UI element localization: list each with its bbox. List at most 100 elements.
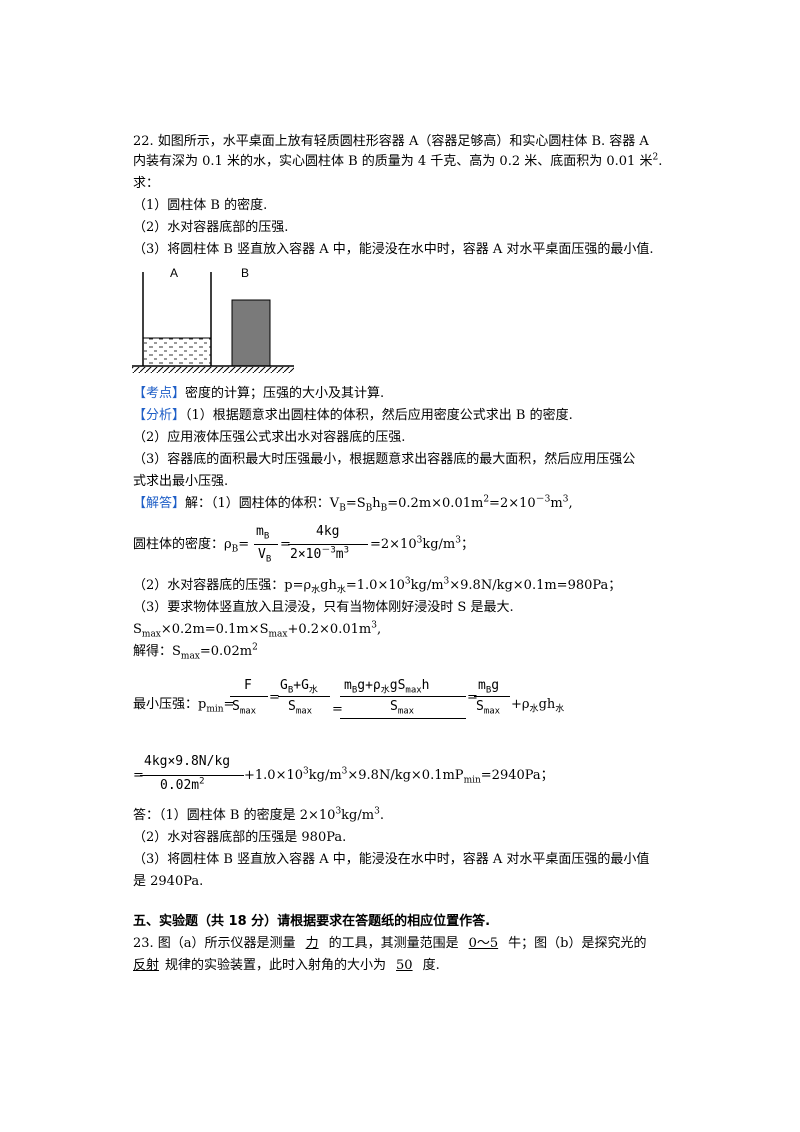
sup-neg3-a: －3 (535, 494, 551, 505)
fd: 0.02m (160, 778, 200, 793)
blank-force: 力 (305, 936, 319, 951)
fenxi-line3: （3）容器底的面积最大时压强最小，根据题意求出容器底的最大面积，然后应用压强公 (133, 452, 636, 467)
final-eq: = (133, 768, 144, 783)
pmin-eq2: = (269, 690, 280, 705)
jieda-l1g: , (568, 496, 573, 511)
pressure3-line: （3）要求物体竖直放入且浸没，只有当物体刚好浸没时 S 是最大. (133, 600, 514, 615)
water-body (143, 338, 211, 366)
q22-line5: （2）水对容器底部的压强. (133, 220, 289, 235)
pmin-f3-den: Smax (390, 699, 415, 717)
final-num: 4kg×9.8N/kg (144, 754, 231, 769)
q23b: 的工具，其测量范围是 (328, 936, 459, 951)
dn1: m (256, 524, 264, 539)
pmin-tail: +ρ水gh水 (511, 695, 564, 715)
f2b: +G (293, 678, 309, 693)
dd2-tail: m (335, 547, 344, 562)
sb: ×0.2m=0.1m×S (160, 622, 269, 637)
sc: +0.2×0.01m (287, 622, 372, 637)
blank-range: 0～5 (468, 936, 499, 951)
q23d: 规律的实验装置，此时入射角的大小为 (165, 958, 387, 973)
q22-line6: （3）将圆柱体 B 竖直放入容器 A 中，能浸没在水中时，容器 A 对水平桌面压… (133, 242, 654, 257)
pressure2-line: （2）水对容器底的压强：p=ρ水gh水=1.0×103kg/m3×9.8N/kg… (133, 576, 621, 596)
f3b: g+ρ (357, 678, 381, 693)
pmin-f3-bar (340, 696, 466, 697)
ft3-sub: min (463, 775, 481, 786)
density-frac2-num: 4kg (316, 524, 340, 539)
dd1-sub: B (265, 554, 272, 565)
sd: , (376, 622, 382, 637)
pt1: +ρ (511, 697, 530, 712)
f1d: S (232, 699, 240, 714)
f2d: S (288, 699, 296, 714)
blank-angle: 50 (396, 958, 413, 973)
p2-sup2: 3 (443, 576, 450, 587)
jieda-tag: 【解答】 (133, 496, 186, 511)
q22-line2-text: 内装有深为 0.1 米的水，实心圆柱体 B 的质量为 4 千克、高为 0.2 米… (133, 154, 653, 169)
q23a: 23. 图（a）所示仪器是测量 (133, 936, 296, 951)
density-line: 圆柱体的密度：ρB= (133, 535, 249, 555)
kaodian-text: 密度的计算；压强的大小及其计算. (185, 386, 385, 401)
f3a: m (344, 678, 352, 693)
fenxi-line1: 【分析】（1）根据题意求出圆柱体的体积，然后应用密度公式求出 B 的密度. (133, 406, 573, 426)
answer-line3: （3）将圆柱体 B 竖直放入容器 A 中，能浸没在水中时，容器 A 对水平桌面压… (133, 852, 650, 867)
pmin-f2-num: GB+G水 (280, 678, 318, 695)
pmin-eq3: = (332, 702, 343, 717)
dd2-sup3: 3 (343, 545, 349, 556)
density-frac1-den: VB (258, 547, 272, 565)
p2e: ×9.8N/kg×0.1m=980Pa； (449, 578, 622, 593)
a1: 答：（1）圆柱体 B 的密度是 2×10 (133, 808, 336, 823)
a1-sup: 3 (335, 806, 342, 817)
answer-line2: （2）水对容器底部的压强是 980Pa. (133, 830, 347, 845)
density-frac2-bar (288, 544, 368, 545)
f2d-sub: max (295, 706, 313, 717)
solve-b: =0.02m (199, 644, 253, 659)
f3a-sub: B (351, 685, 358, 696)
dr-tail: kg/m (422, 537, 456, 552)
pmin-f4-bar (474, 696, 510, 697)
ft1-sup: 3 (303, 766, 309, 777)
pmin-f4-num: mBg (478, 678, 500, 696)
dr-sup: 3 (416, 535, 423, 546)
fenxi-line4: 式求出最小压强. (133, 474, 229, 489)
q22-line4: （1）圆柱体 B 的密度. (133, 198, 268, 213)
q22-line2: 内装有深为 0.1 米的水，实心圆柱体 B 的质量为 4 千克、高为 0.2 米… (133, 152, 662, 172)
cylinder-b (231, 299, 271, 367)
p2-sub2: 水 (336, 585, 346, 596)
sub-b-2: B (365, 503, 373, 514)
final-tail: +1.0×103kg/m3×9.8N/kg×0.1mPmin=2940Pa； (244, 766, 554, 786)
f2a: G (280, 678, 288, 693)
dd2: 2×10 (290, 547, 322, 562)
answer-line4: 是 2940Pa. (133, 874, 204, 889)
sb-sub: max (268, 629, 288, 640)
p2a: （2）水对容器底的压强：p=ρ (133, 578, 312, 593)
density-eq1: = (238, 537, 250, 552)
jieda-line1: 【解答】解：（1）圆柱体的体积：VB=SBhB=0.2m×0.01m2=2×10… (133, 494, 573, 514)
f1d-sub: max (239, 706, 257, 717)
f3b-sub: 水 (380, 685, 390, 696)
jieda-l1c: h (372, 496, 381, 511)
label-b: B (241, 266, 250, 280)
fenxi-tag: 【分析】 (133, 408, 186, 423)
pmin-sub: min (206, 704, 224, 715)
solve-a: 解得：S (133, 644, 181, 659)
smax-equation: Smax×0.2m=0.1m×Smax+0.2×0.01m3, (133, 620, 381, 640)
f4b: g (491, 678, 500, 693)
final-bar (140, 775, 244, 776)
f4d: S (476, 699, 484, 714)
f3c-sub: max (405, 685, 422, 696)
density-frac1-bar (254, 544, 278, 545)
ft2-sup: 3 (341, 766, 348, 777)
sup-2-a: 2 (483, 494, 490, 505)
f3den: S (390, 699, 398, 714)
f3den-sub: max (397, 706, 415, 717)
section5-title: 五、实验题（共 18 分）请根据要求在答题纸的相应位置作答. (133, 914, 491, 929)
f4a-sub: B (485, 685, 492, 696)
jieda-l1b: =S (345, 496, 366, 511)
pmin-f3-num: mBg+ρ水gSmaxh (344, 678, 430, 696)
sub-b-3: B (380, 503, 388, 514)
density-frac1-num: mB (256, 524, 269, 541)
dd1: V (258, 547, 266, 562)
solve-sub: max (180, 651, 200, 662)
